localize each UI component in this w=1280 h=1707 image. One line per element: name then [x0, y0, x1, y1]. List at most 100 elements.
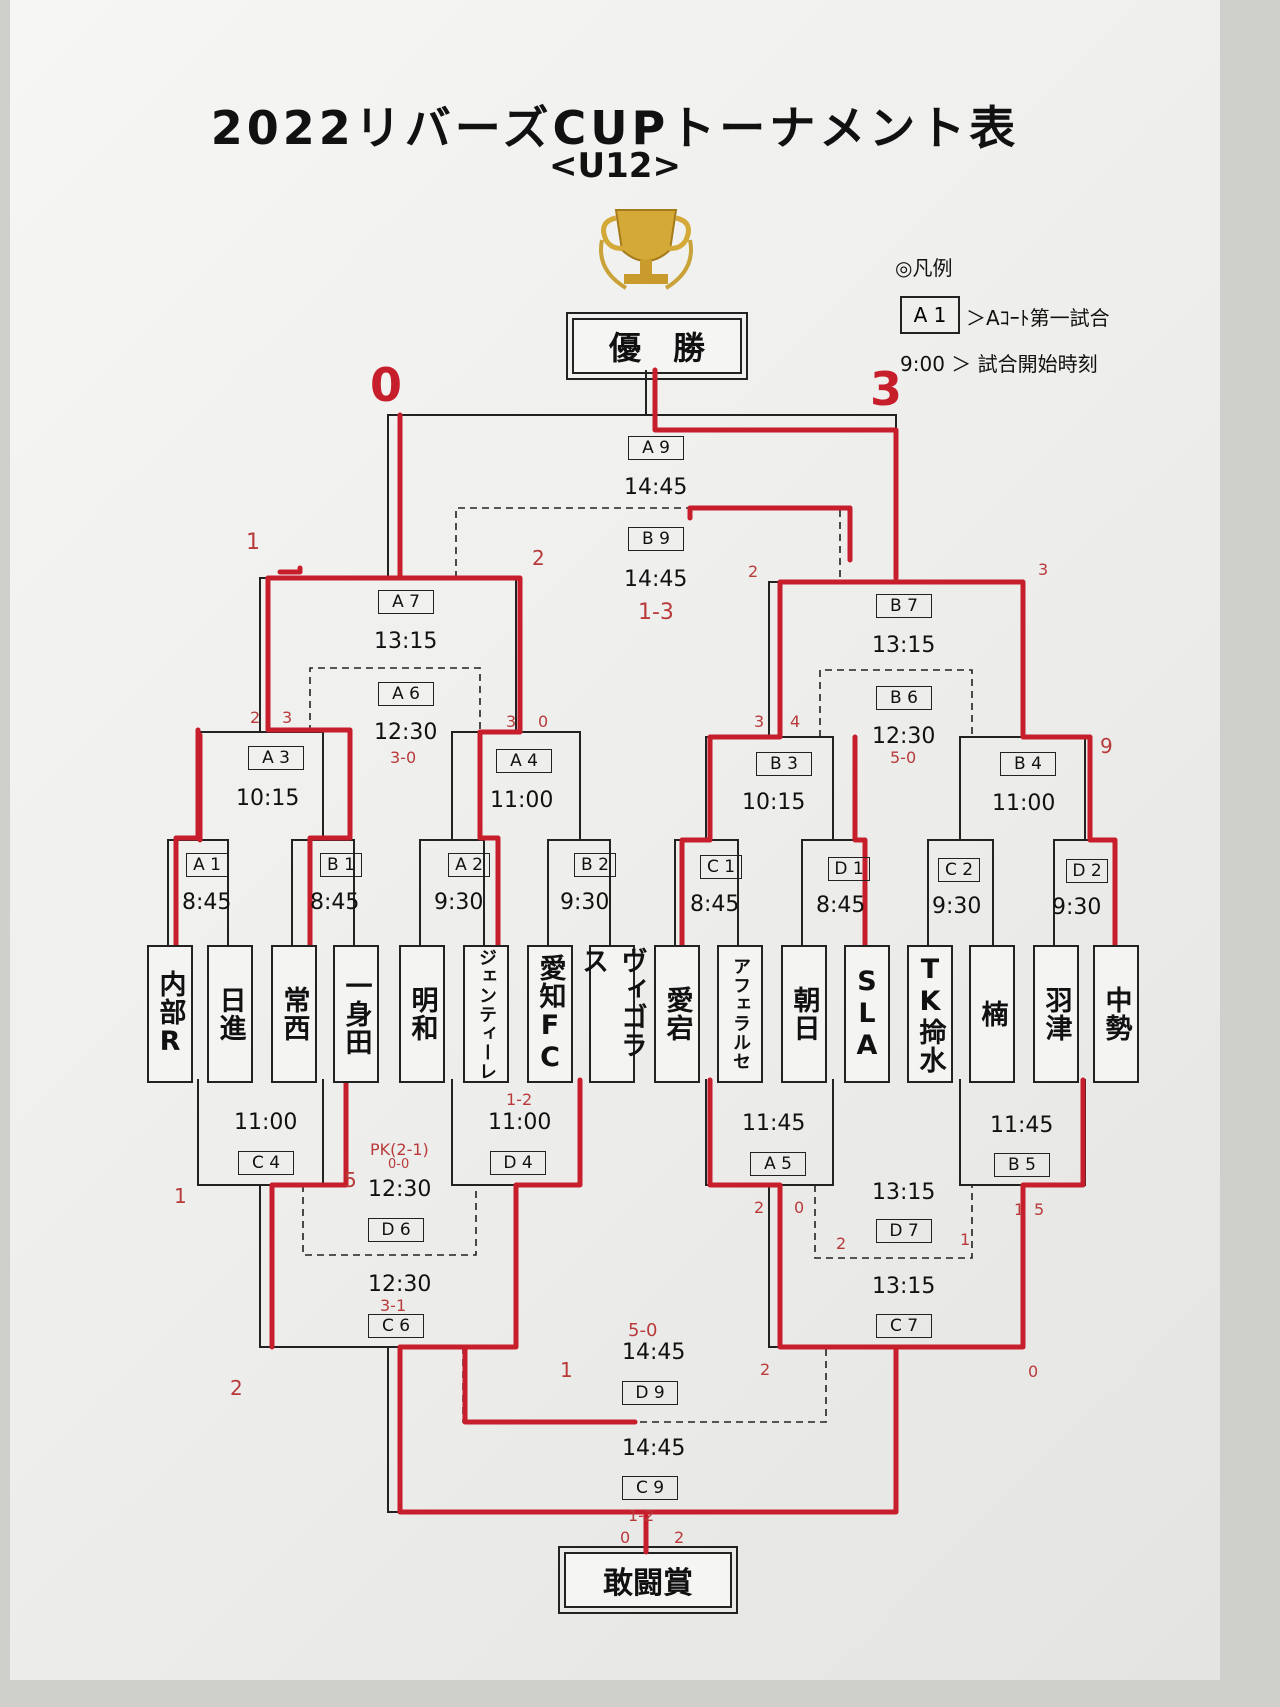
match-a2-code: A 2	[448, 853, 490, 877]
match-b9-time: 14:45	[624, 567, 688, 592]
score-mark: 1	[1014, 1200, 1025, 1219]
match-c1-code: C 1	[700, 855, 742, 879]
match-c7-time: 13:15	[872, 1274, 936, 1299]
match-d4-time: 11:00	[488, 1110, 552, 1135]
match-a7-code: A 7	[378, 590, 434, 614]
score-mark: 2	[230, 1376, 243, 1400]
match-a6-code: A 6	[378, 682, 434, 706]
match-a3-time: 10:15	[236, 786, 300, 811]
team-box: SLA	[844, 945, 890, 1083]
match-a4-time: 11:00	[490, 788, 554, 813]
team-box: 内部R	[147, 945, 193, 1083]
match-a9-time: 14:45	[624, 475, 688, 500]
match-b4-code: B 4	[1000, 752, 1056, 776]
score-mark: 3	[754, 712, 765, 731]
score-mark: 3	[506, 712, 517, 731]
match-b5-time: 11:45	[990, 1113, 1054, 1138]
match-d1-time: 8:45	[816, 893, 866, 918]
legend-time-desc: 9:00 ＞ 試合開始時刻	[900, 352, 1098, 376]
match-a1-code: A 1	[186, 853, 228, 877]
score-mark: 2	[836, 1234, 847, 1253]
match-b3-time: 10:15	[742, 790, 806, 815]
match-b6-code: B 6	[876, 686, 932, 710]
trophy-icon	[599, 209, 693, 290]
match-d4-code: D 4	[490, 1151, 546, 1175]
match-b4-time: 11:00	[992, 791, 1056, 816]
match-b6-time: 12:30	[872, 724, 936, 749]
score-mark: 2	[748, 562, 759, 581]
match-d6-code: D 6	[368, 1218, 424, 1242]
d6-score: PK(2-1)	[370, 1140, 429, 1159]
match-d7-code: D 7	[876, 1219, 932, 1243]
match-c4-code: C 4	[238, 1151, 294, 1175]
team-box: アフェラルセ	[717, 945, 763, 1083]
fighting-spirit-box: 敢闘賞	[558, 1546, 738, 1614]
d6-sub-score: 0-0	[388, 1157, 410, 1172]
team-box: 中勢	[1093, 945, 1139, 1083]
page-subtitle: <U12>	[549, 146, 681, 186]
score-mark: 3	[282, 708, 293, 727]
legend-heading: ◎凡例	[895, 256, 953, 280]
match-a5-code: A 5	[750, 1152, 806, 1176]
match-d9-code: D 9	[622, 1381, 678, 1405]
team-box: 常西	[271, 945, 317, 1083]
b9-score: 1-3	[638, 600, 674, 625]
match-c1-time: 8:45	[690, 892, 740, 917]
c9-right-score: 2	[674, 1528, 685, 1547]
team-box: 一身田	[333, 945, 379, 1083]
match-b2-code: B 2	[574, 853, 616, 877]
match-c6-time: 12:30	[368, 1272, 432, 1297]
match-d6-time: 12:30	[368, 1177, 432, 1202]
match-c7-code: C 7	[876, 1314, 932, 1338]
team-box: ヴィゴラス	[577, 945, 647, 1083]
a6-score: 3-0	[390, 748, 417, 767]
score-mark: 0	[1028, 1362, 1039, 1381]
match-b1-code: B 1	[320, 853, 362, 877]
match-c2-code: C 2	[938, 858, 980, 882]
match-d2-time: 9:30	[1052, 895, 1102, 920]
tournament-sheet: 2022リバーズCUPトーナメント表 <U12> ◎凡例 A 1 ＞Aｺｰﾄ第一…	[10, 0, 1220, 1680]
score-mark: 5	[1034, 1200, 1045, 1219]
c6-score: 3-1	[380, 1296, 407, 1315]
page-title: 2022リバーズCUPトーナメント表	[210, 101, 1020, 155]
score-mark: 0	[794, 1198, 805, 1217]
b6-score: 5-0	[890, 748, 917, 767]
match-b1-time: 8:45	[310, 890, 360, 915]
team-box: 愛宕	[654, 945, 700, 1083]
score-mark: 0	[538, 712, 549, 731]
team-box: 愛知FC	[527, 945, 573, 1083]
score-mark: 2	[532, 546, 545, 570]
match-a5-time: 11:45	[742, 1111, 806, 1136]
winner-box: 優 勝	[566, 312, 748, 380]
match-d9-time: 14:45	[622, 1340, 686, 1365]
bracket-lines	[167, 367, 1118, 1555]
match-c9-code: C 9	[622, 1476, 678, 1500]
score-mark: 1	[246, 530, 260, 555]
legend-code-example: A 1	[900, 296, 960, 334]
score-mark: 2	[754, 1198, 765, 1217]
match-b2-time: 9:30	[560, 890, 610, 915]
score-mark: 5	[344, 1168, 357, 1192]
score-mark: 2	[250, 708, 261, 727]
match-b7-time: 13:15	[872, 633, 936, 658]
final-score-left: 0	[370, 358, 403, 412]
match-b7-code: B 7	[876, 594, 932, 618]
team-box: 羽津	[1033, 945, 1079, 1083]
match-d7-time: 13:15	[872, 1180, 936, 1205]
match-b9-code: B 9	[628, 527, 684, 551]
c9-score: 1-2	[628, 1506, 655, 1525]
match-b3-code: B 3	[756, 752, 812, 776]
score-mark: 2	[760, 1360, 771, 1379]
score-mark: 1	[560, 1358, 573, 1382]
match-a4-code: A 4	[496, 749, 552, 773]
match-a7-time: 13:15	[374, 629, 438, 654]
match-a2-time: 9:30	[434, 890, 484, 915]
score-mark: 1	[960, 1230, 971, 1249]
team-box: 日進	[207, 945, 253, 1083]
match-a9-code: A 9	[628, 436, 684, 460]
match-c2-time: 9:30	[932, 894, 982, 919]
score-mark: 9	[1100, 734, 1113, 758]
match-c4-time: 11:00	[234, 1110, 298, 1135]
match-a1-time: 8:45	[182, 890, 232, 915]
team-box: TK掵水	[907, 945, 953, 1083]
